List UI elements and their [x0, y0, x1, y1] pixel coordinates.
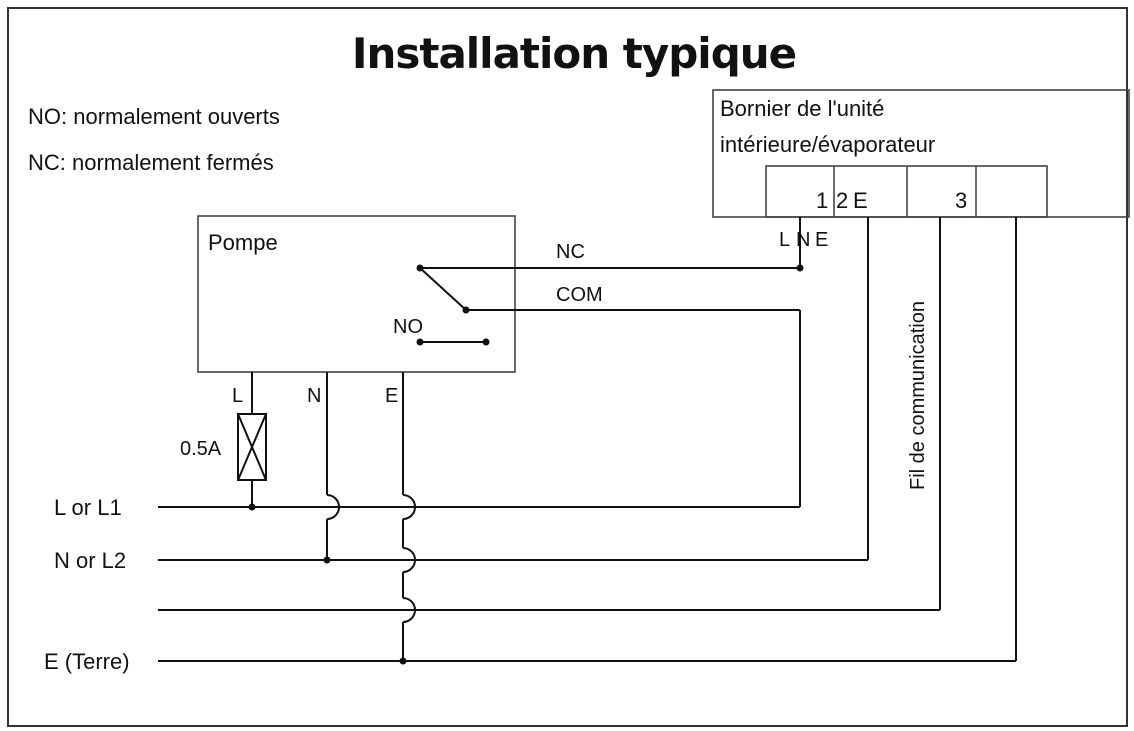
outer-frame: [7, 7, 1128, 727]
pump-terminal-n-label: N: [307, 385, 321, 407]
terminal-block: Bornier de l'unité intérieure/évaporateu…: [712, 89, 1130, 251]
fuse-label: 0.5A: [180, 438, 222, 460]
pump-no-label: NO: [393, 316, 423, 338]
pump-terminal-e-label: E: [385, 385, 398, 407]
line-e-label: E (Terre): [44, 649, 130, 674]
terminal-1-label: 1: [816, 188, 828, 213]
pump-box: [197, 215, 516, 373]
relay-switch-arm: [419, 267, 467, 311]
com-wire-label: COM: [556, 284, 603, 306]
pump-label: Pompe: [208, 230, 278, 255]
legend-nc: NC: normalement fermés: [28, 150, 274, 175]
terminal-l-bottom-label: L: [779, 229, 790, 251]
fuse-cross: [237, 413, 267, 481]
legend-no: NO: normalement ouverts: [28, 104, 280, 129]
terminal-e-bottom-label: E: [815, 229, 828, 251]
pump: Pompe NO L N E: [197, 215, 516, 407]
line-l-label: L or L1: [54, 495, 122, 520]
comm-wire-label: Fil de communication: [907, 301, 929, 490]
pump-terminal-l-label: L: [232, 385, 243, 407]
terminal-2-label: 2: [836, 188, 848, 213]
terminal-n-bottom-label: N: [796, 229, 810, 251]
nc-wire-label: NC: [556, 241, 585, 263]
nc-junction: [796, 264, 804, 272]
terminal-3-label: 3: [955, 188, 967, 213]
diagram-title: Installation typique: [352, 29, 796, 78]
line-n-label: N or L2: [54, 548, 126, 573]
terminal-e-label: E: [853, 188, 868, 213]
terminal-block-title-line1: Bornier de l'unité: [720, 96, 884, 121]
terminal-block-title-line2: intérieure/évaporateur: [720, 132, 935, 157]
